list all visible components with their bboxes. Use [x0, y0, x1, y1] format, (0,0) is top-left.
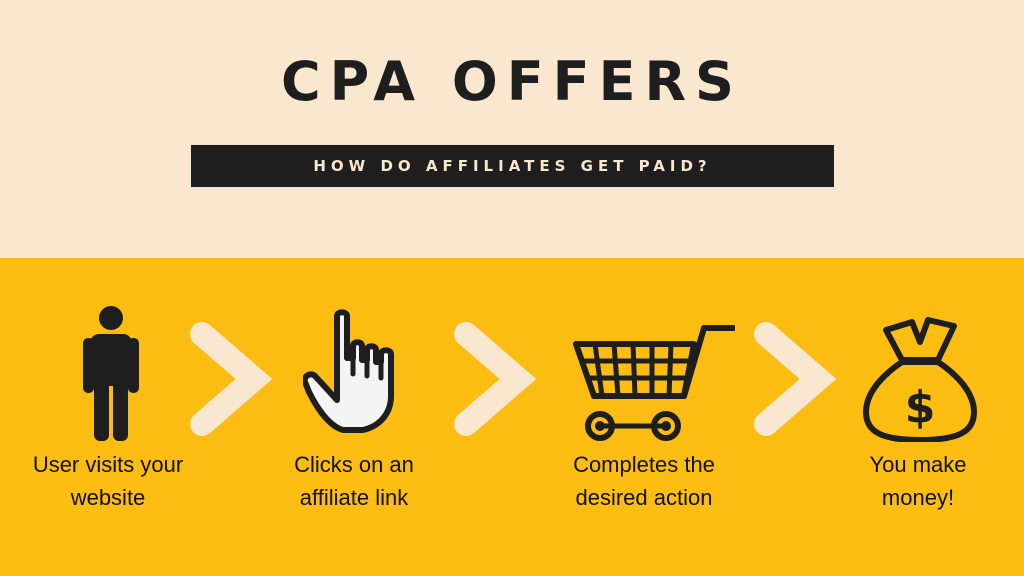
step-label-action: Completes the desired action: [573, 452, 715, 510]
shopping-cart-icon: [573, 325, 735, 441]
chevron-right-icon: [754, 322, 836, 436]
page-title: CPA OFFERS: [281, 50, 743, 113]
money-bag-icon: $: [863, 317, 977, 442]
step-label-visit: User visits your website: [32, 452, 184, 510]
pointer-hand-icon: [303, 309, 394, 433]
chevron-right-icon: [454, 322, 536, 436]
subtitle-banner: HOW DO AFFILIATES GET PAID?: [191, 145, 834, 187]
step-label-click: Clicks on an affiliate link: [294, 452, 414, 510]
svg-text:$: $: [905, 382, 936, 433]
header-section: CPA OFFERS HOW DO AFFILIATES GET PAID?: [0, 0, 1024, 258]
chevron-right-icon: [190, 322, 272, 436]
subtitle: HOW DO AFFILIATES GET PAID?: [313, 157, 712, 175]
step-label-money: You make money!: [869, 452, 967, 510]
person-icon: [83, 306, 139, 441]
process-section: [0, 258, 1024, 576]
